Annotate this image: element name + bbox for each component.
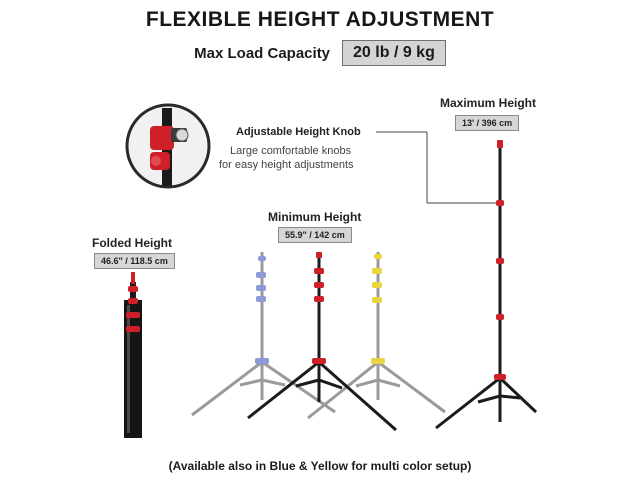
page-title: FLEXIBLE HEIGHT ADJUSTMENT: [145, 8, 495, 31]
minimum-height-title: Minimum Height: [268, 210, 362, 224]
load-capacity-row: Max Load Capacity 20 lb / 9 kg: [0, 40, 640, 66]
maximum-stand: [435, 140, 538, 430]
folded-height-title: Folded Height: [92, 236, 172, 250]
knob-desc-line2: for easy height adjustments: [219, 159, 354, 171]
blue-stand: [191, 252, 336, 417]
load-capacity-label: Max Load Capacity: [194, 44, 331, 62]
yellow-stand-knobs: [371, 254, 385, 364]
maximum-height-title: Maximum Height: [440, 96, 537, 110]
knob-leader-line: [376, 131, 500, 204]
maximum-stand-knobs: [494, 140, 506, 380]
folded-stand: [124, 272, 142, 438]
folded-height-measure: 46.6" / 118.5 cm: [94, 253, 175, 269]
color-availability-note: (Available also in Blue & Yellow for mul…: [168, 459, 472, 473]
blue-stand-knobs: [255, 256, 269, 364]
maximum-height-measure: 13' / 396 cm: [455, 115, 520, 131]
minimum-height-measure: 55.9" / 142 cm: [278, 227, 352, 243]
knob-closeup-icon: [125, 103, 211, 189]
knob-title: Adjustable Height Knob: [236, 126, 361, 138]
knob-desc-line1: Large comfortable knobs: [230, 145, 352, 157]
minimum-stand-knobs: [312, 252, 326, 364]
yellow-stand: [307, 252, 446, 420]
load-capacity-value: 20 lb / 9 kg: [342, 40, 446, 66]
